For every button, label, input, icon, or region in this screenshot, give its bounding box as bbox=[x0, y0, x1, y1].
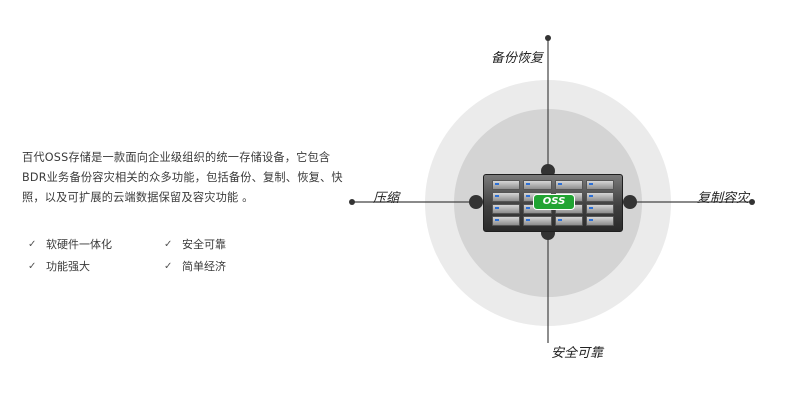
description-line-3: 照，以及可扩展的云端数据保留及容灾功能 。 bbox=[22, 191, 254, 204]
drive-bay bbox=[492, 192, 521, 202]
check-icon: ✓ bbox=[164, 260, 173, 272]
feature-item: ✓ 功能强大 bbox=[28, 258, 164, 274]
description-line-2: BDR业务备份容灾相关的众多功能，包括备份、复制、恢复、快 bbox=[22, 171, 343, 184]
drive-bay bbox=[492, 216, 521, 226]
feature-diagram: OSS 备份恢复 压缩 复制容灾 安全可靠 bbox=[340, 20, 800, 403]
feature-label: 简单经济 bbox=[182, 260, 226, 273]
storage-server: OSS bbox=[483, 174, 623, 232]
product-description: 百代OSS存储是一款面向企业级组织的统一存储设备，它包含 BDR业务备份容灾相关… bbox=[22, 148, 343, 208]
check-icon: ✓ bbox=[28, 238, 37, 250]
description-line-1: 百代OSS存储是一款面向企业级组织的统一存储设备，它包含 bbox=[22, 151, 331, 164]
drive-bay bbox=[554, 180, 583, 190]
check-icon: ✓ bbox=[28, 260, 37, 272]
drive-bay bbox=[554, 216, 583, 226]
diagram-label-top: 备份恢复 bbox=[491, 51, 544, 66]
feature-label: 软硬件一体化 bbox=[46, 238, 112, 251]
feature-item: ✓ 软硬件一体化 bbox=[28, 236, 164, 252]
diagram-label-bottom: 安全可靠 bbox=[551, 346, 604, 361]
feature-item: ✓ 安全可靠 bbox=[164, 236, 288, 252]
drive-bay bbox=[585, 204, 614, 214]
connector-dot-right bbox=[623, 195, 637, 209]
drive-bay bbox=[492, 180, 521, 190]
drive-bay bbox=[523, 180, 552, 190]
axis-end-dot-right bbox=[749, 199, 755, 205]
feature-label: 功能强大 bbox=[46, 260, 90, 273]
feature-item: ✓ 简单经济 bbox=[164, 258, 288, 274]
drive-bay bbox=[523, 216, 552, 226]
diagram-label-left: 压缩 bbox=[373, 191, 400, 206]
oss-logo-badge: OSS bbox=[533, 194, 575, 210]
drive-bay bbox=[585, 180, 614, 190]
feature-label: 安全可靠 bbox=[182, 238, 226, 251]
check-icon: ✓ bbox=[164, 238, 173, 250]
diagram-label-right: 复制容灾 bbox=[697, 191, 750, 206]
drive-bay bbox=[585, 216, 614, 226]
drive-bay bbox=[585, 192, 614, 202]
axis-end-dot-top bbox=[545, 35, 551, 41]
connector-dot-left bbox=[469, 195, 483, 209]
drive-bay bbox=[492, 204, 521, 214]
axis-end-dot-left bbox=[349, 199, 355, 205]
feature-list: ✓ 软硬件一体化 ✓ 安全可靠 ✓ 功能强大 ✓ 简单经济 bbox=[28, 236, 288, 274]
